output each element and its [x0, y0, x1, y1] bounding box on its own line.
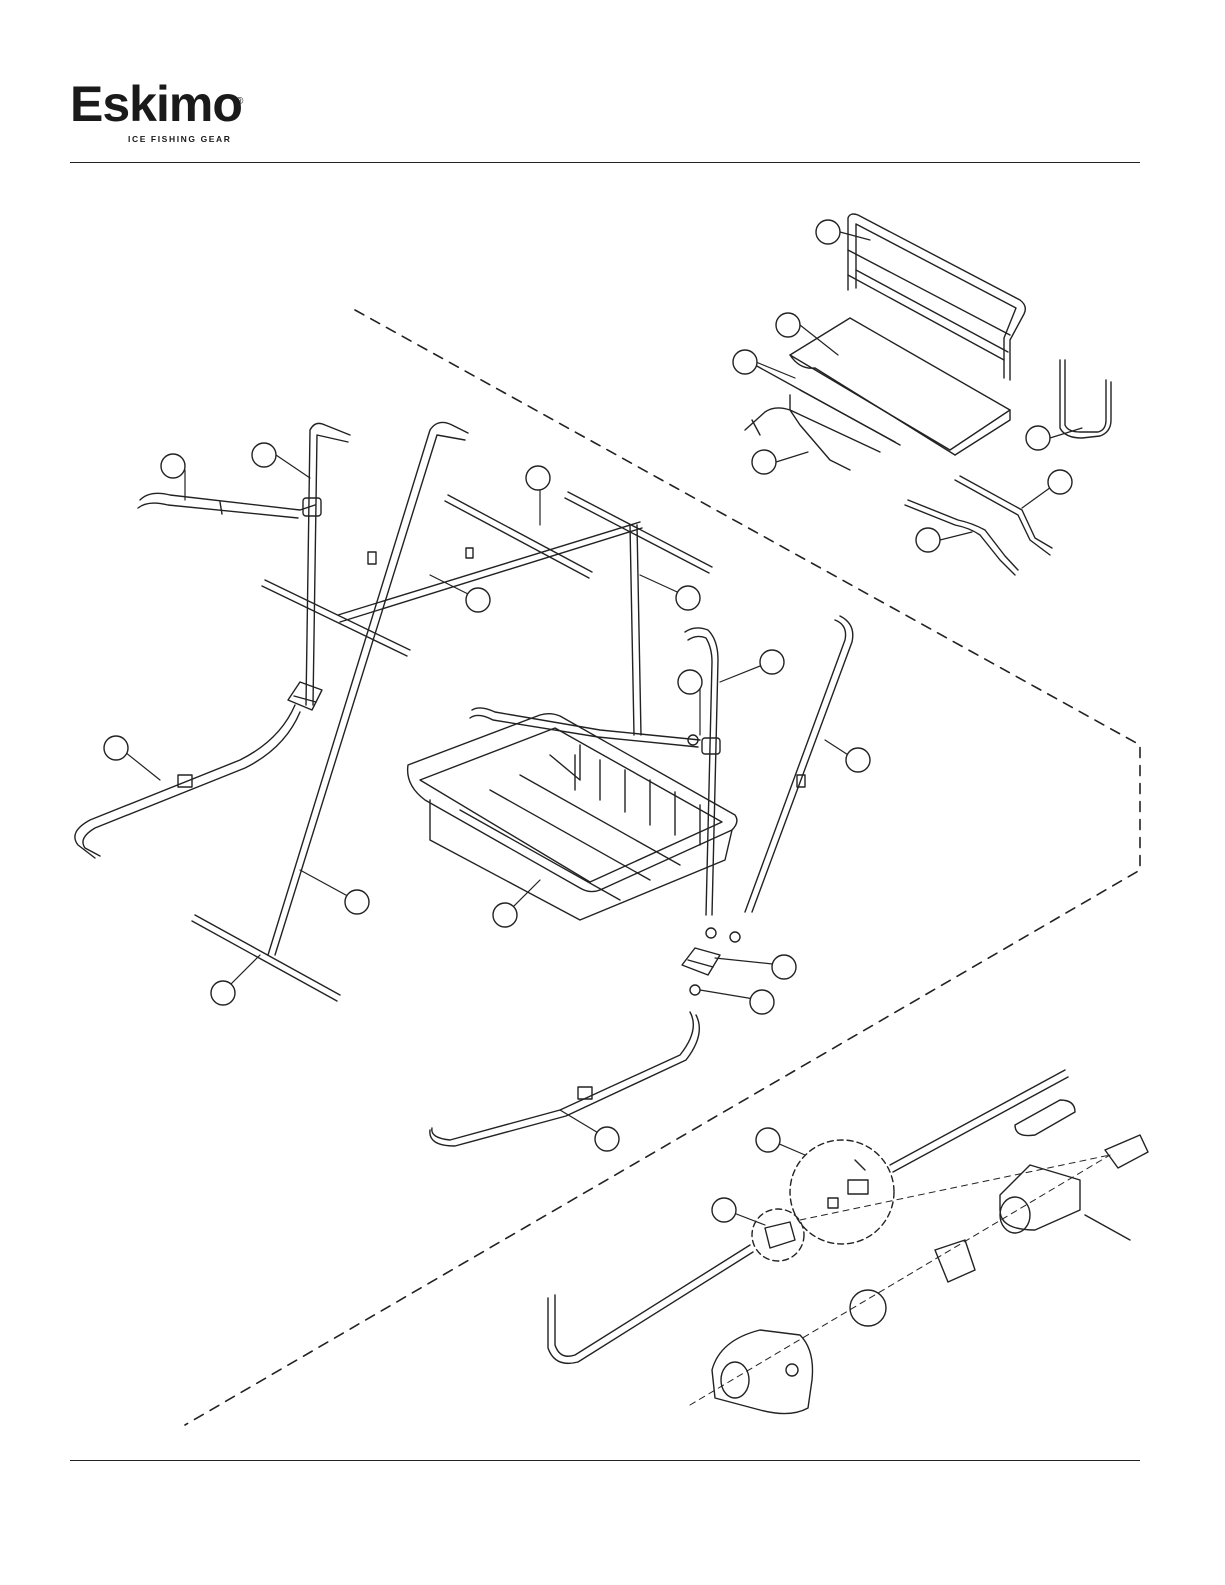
cross-bar-c [565, 492, 712, 573]
upright-pole-b [630, 525, 641, 735]
hitch-housing [1000, 1165, 1080, 1233]
callout-bubble [161, 454, 185, 478]
callout-bubble [846, 748, 870, 772]
seat-back-frame [848, 214, 1025, 380]
assembly-axis-lines [690, 1155, 1110, 1405]
hitch-bolt [1085, 1215, 1130, 1240]
detail-circle [790, 1140, 894, 1244]
handle-frame-left [138, 493, 315, 518]
callout-bubble [466, 588, 490, 612]
callout-bubble [493, 903, 517, 927]
tow-hitch-arm [548, 1070, 1068, 1363]
callout-bubble [211, 981, 235, 1005]
callout-bubble [750, 990, 774, 1014]
hitch-insert [935, 1240, 975, 1282]
callout-bubble [676, 586, 700, 610]
hitch-end-cap [1105, 1135, 1148, 1168]
runner-frame-left [75, 705, 300, 858]
callout-bubble [678, 670, 702, 694]
seat-leg-right [955, 476, 1052, 555]
seat-u-handle [1060, 360, 1111, 438]
callout-bubble [1048, 470, 1072, 494]
frame-hinge-bracket [288, 682, 322, 710]
callout-bubble [595, 1127, 619, 1151]
callout-bubble [752, 450, 776, 474]
callout-bubble [526, 466, 550, 490]
callout-bubble [104, 736, 128, 760]
callout-bubble [816, 220, 840, 244]
hinge-bracket-right [682, 948, 720, 975]
hitch-latch [1015, 1100, 1075, 1136]
hitch-clamp [752, 1209, 804, 1261]
callout-bubble [772, 955, 796, 979]
hitch-receiver [712, 1330, 813, 1414]
callout-bubble [760, 650, 784, 674]
diagonal-pole-long [268, 422, 468, 955]
callout-bubble [712, 1198, 736, 1222]
sled-tow-bar [470, 708, 700, 747]
callout-bubbles [104, 220, 1072, 1222]
callout-bubble [1026, 426, 1050, 450]
callout-leaders [120, 232, 1082, 1225]
sled-tub [408, 714, 737, 920]
dashed-boundary [185, 310, 1140, 1425]
callout-bubble [733, 350, 757, 374]
seat-cushion [790, 318, 1010, 455]
callout-bubble [252, 443, 276, 467]
callout-bubble [345, 890, 369, 914]
upright-pole-a [303, 423, 350, 705]
callout-bubble [776, 313, 800, 337]
callout-bubble [756, 1128, 780, 1152]
runner-frame-right [430, 1012, 699, 1146]
end-caps [690, 928, 740, 995]
hitch-spline [850, 1290, 886, 1326]
cross-bar-b [445, 495, 592, 578]
callout-bubble [916, 528, 940, 552]
